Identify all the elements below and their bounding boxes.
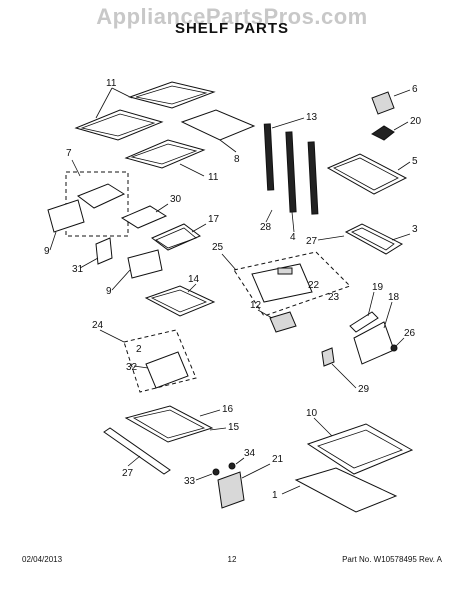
callout-24: 24	[92, 320, 104, 331]
callout-10: 10	[306, 408, 318, 419]
part-glass-panel	[326, 153, 408, 195]
part-drawer-assembly	[123, 329, 197, 393]
callout-32: 32	[126, 362, 138, 373]
callout-26: 26	[404, 328, 416, 339]
callout-12: 12	[250, 300, 262, 311]
callout-7: 7	[66, 148, 72, 159]
callout-3: 3	[412, 224, 418, 235]
callout-27-left: 27	[122, 468, 134, 479]
callout-9-left: 9	[44, 246, 50, 257]
callout-15: 15	[228, 422, 240, 433]
callout-2: 2	[136, 344, 142, 355]
part-bin-31	[95, 237, 113, 265]
watermark: AppliancePartsPros.com	[96, 4, 368, 29]
page-title: SHELF PARTS	[174, 20, 290, 37]
part-shelf-top-right	[128, 81, 216, 109]
footer-page-number: 12	[227, 555, 237, 564]
part-shelf-top-left	[74, 109, 164, 141]
callout-19: 19	[372, 282, 384, 293]
callout-13: 13	[306, 112, 318, 123]
callout-9-mid: 9	[106, 286, 112, 297]
part-bin-9-lower	[127, 249, 163, 279]
part-bin-17	[151, 223, 201, 251]
part-clip	[321, 347, 335, 367]
part-shelf-rails	[263, 123, 319, 215]
part-drawer-front-1	[294, 467, 398, 513]
footer-date: 02/04/2013	[22, 555, 63, 564]
part-cap	[371, 125, 395, 141]
callout-34: 34	[244, 448, 256, 459]
callout-11-top: 11	[106, 78, 117, 89]
callout-21: 21	[272, 454, 284, 465]
callout-30: 30	[170, 194, 182, 205]
part-crisper-drawer	[306, 423, 414, 475]
part-shelf-frame	[344, 223, 404, 255]
part-34	[228, 462, 236, 470]
callout-31: 31	[72, 264, 84, 275]
part-slide-rail	[349, 311, 379, 333]
callout-20: 20	[410, 116, 422, 127]
part-control-module	[371, 91, 395, 115]
part-bracket-21	[217, 471, 245, 509]
callout-33: 33	[184, 476, 196, 487]
part-bar	[103, 427, 171, 475]
callout-17: 17	[208, 214, 220, 225]
part-33	[212, 468, 220, 476]
callout-5: 5	[412, 156, 418, 167]
part-glass-shelf	[180, 109, 256, 153]
callout-23: 23	[328, 292, 340, 303]
part-screw	[390, 344, 398, 352]
part-glass-shelf-lower	[144, 285, 216, 317]
callout-27-right: 27	[306, 236, 318, 247]
part-crisper-cover-assembly	[233, 251, 351, 317]
callout-22: 22	[308, 280, 320, 291]
leader-lines	[49, 87, 411, 495]
part-shelf-mid	[124, 139, 206, 169]
callout-4: 4	[290, 232, 296, 243]
callout-18: 18	[388, 292, 400, 303]
callout-29: 29	[358, 384, 370, 395]
part-door-bin-assembly	[47, 171, 129, 237]
callout-6: 6	[412, 84, 418, 95]
part-bracket	[269, 311, 297, 333]
callout-25: 25	[212, 242, 224, 253]
callout-14: 14	[188, 274, 200, 285]
part-drawer-frame	[124, 405, 214, 443]
part-bin-30	[120, 205, 168, 229]
callout-28: 28	[260, 222, 272, 233]
callout-8: 8	[234, 154, 240, 165]
footer-part-number: Part No. W10578495 Rev. A	[342, 555, 442, 564]
callout-1: 1	[272, 490, 278, 501]
callout-16: 16	[222, 404, 234, 415]
callout-11-mid: 11	[208, 172, 219, 183]
